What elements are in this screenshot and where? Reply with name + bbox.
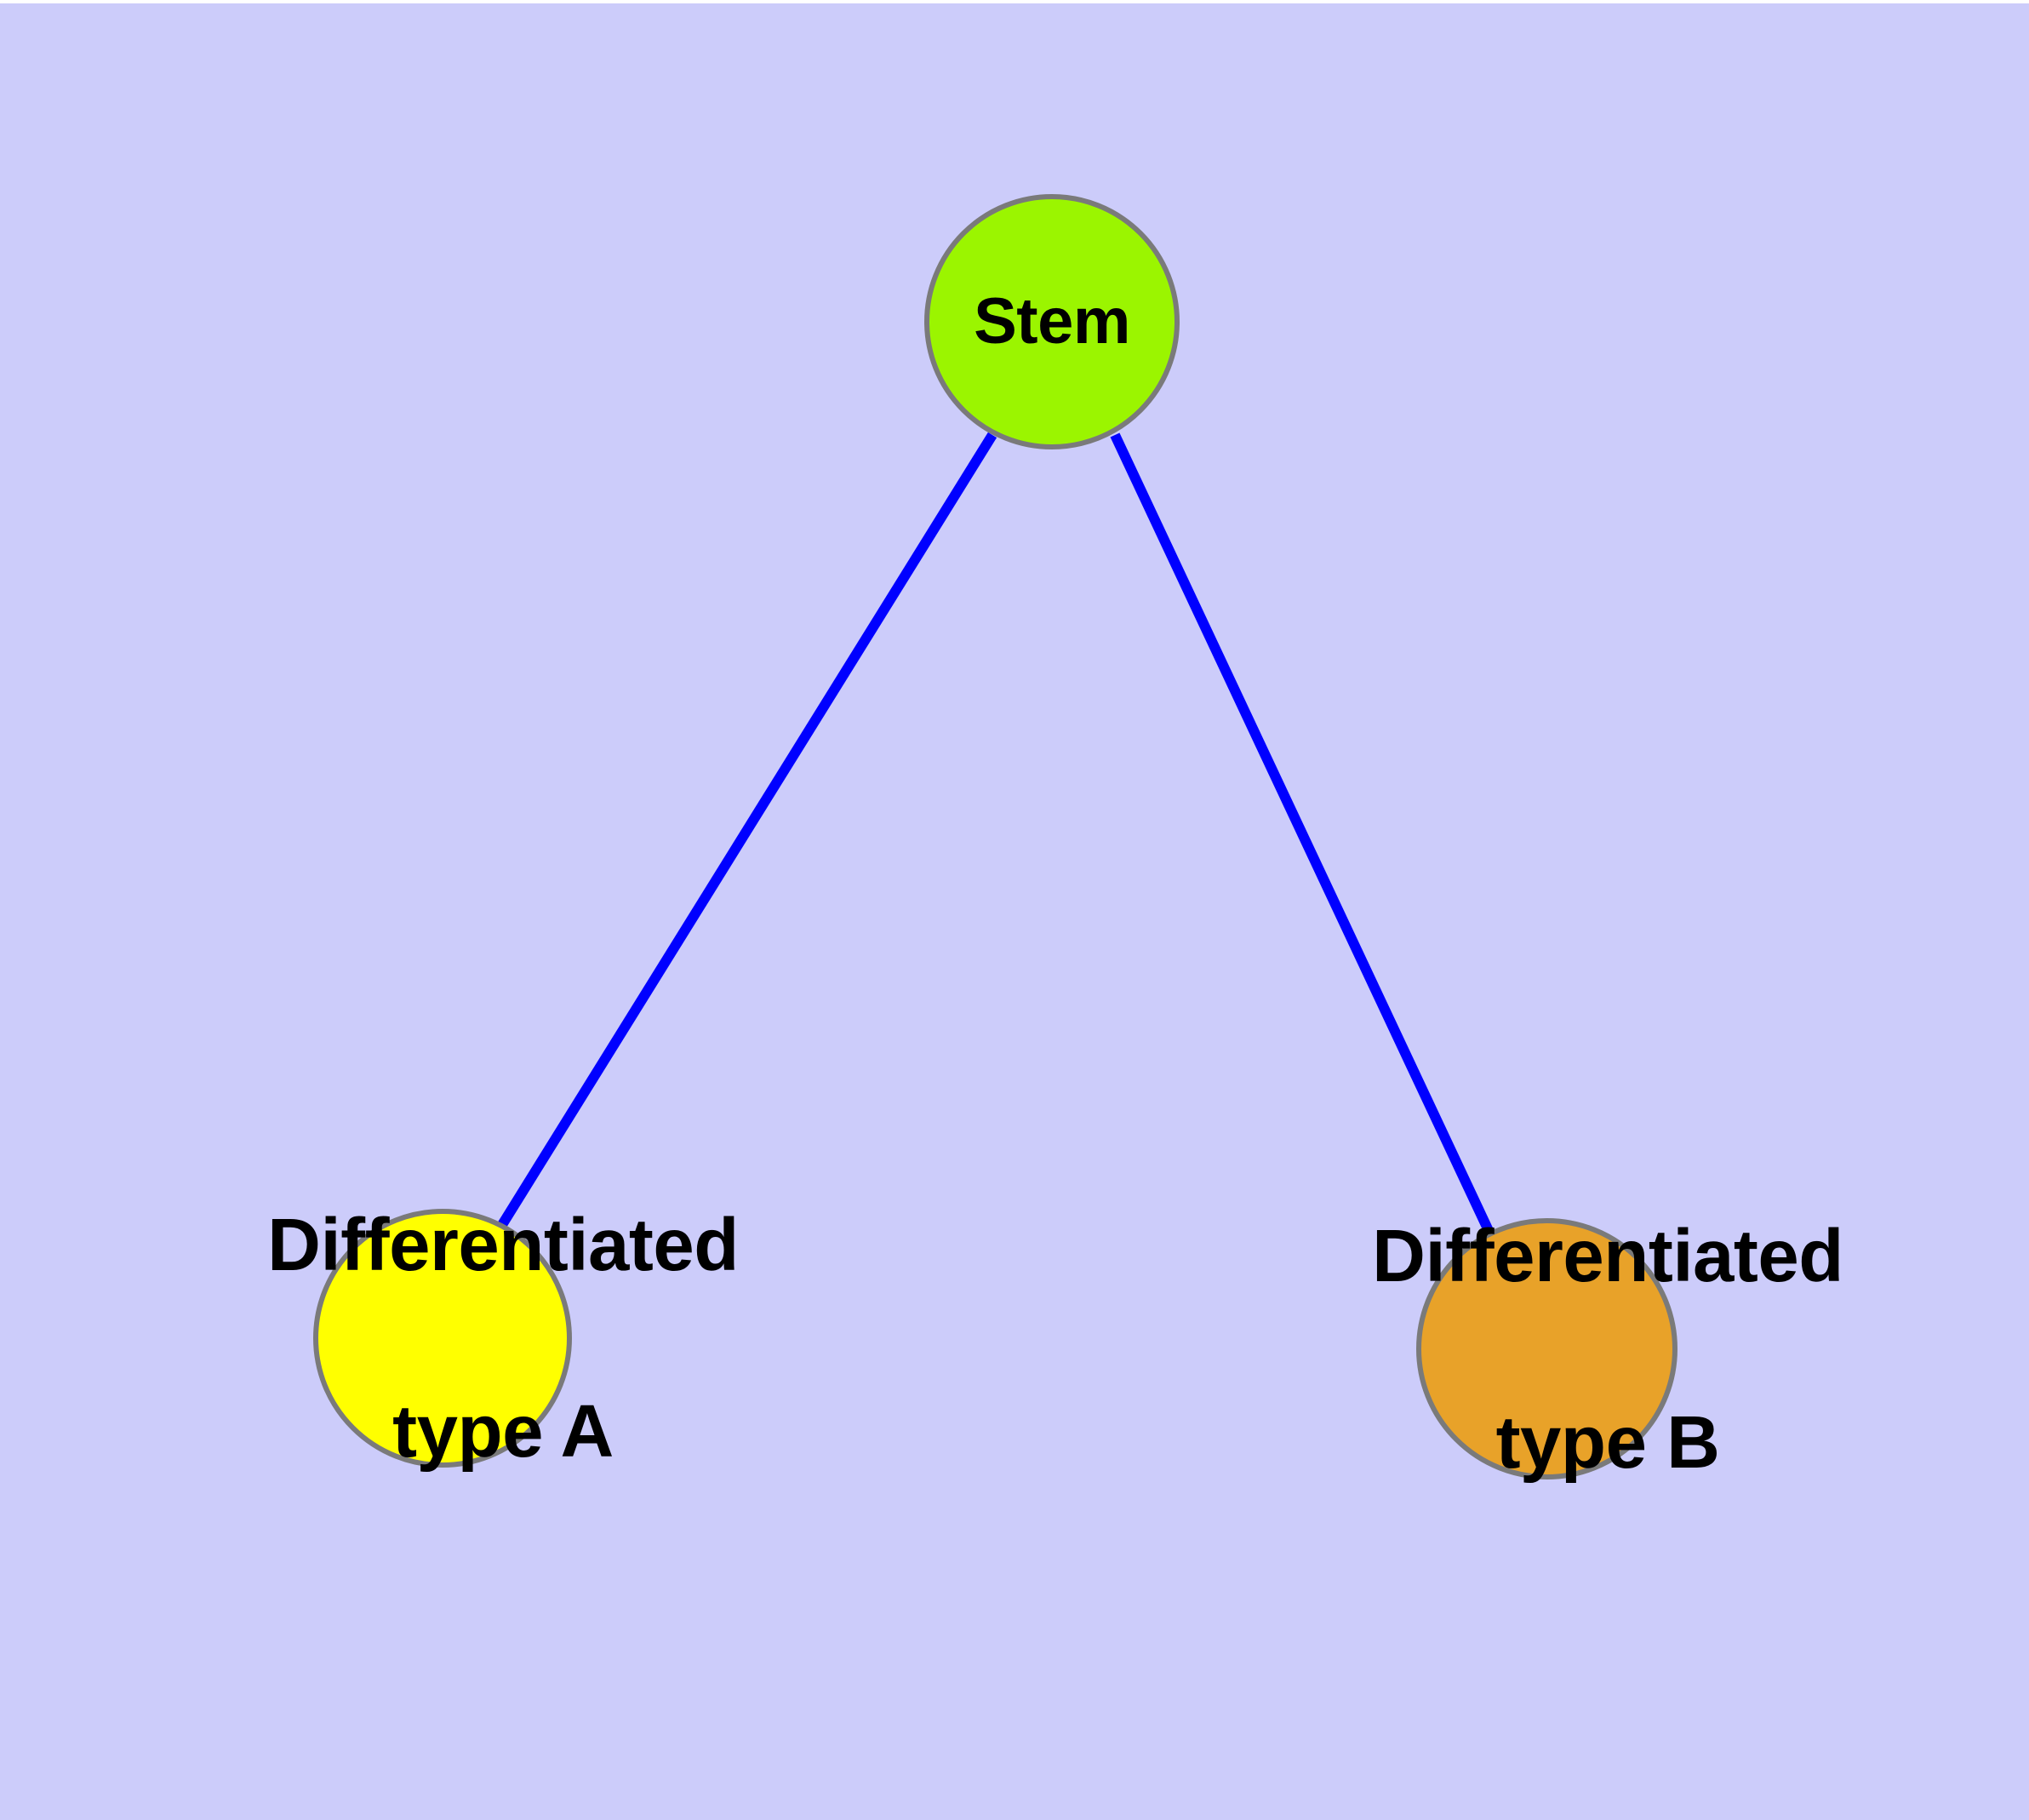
node-stem[interactable]	[924, 194, 1180, 449]
diagram-plot-area: Stem Differentiated type A Differentiate…	[0, 3, 2029, 1820]
node-differentiated-type-a[interactable]	[313, 1209, 572, 1468]
node-differentiated-type-b[interactable]	[1416, 1218, 1677, 1479]
edge-layer	[495, 432, 1496, 1239]
edge-stem-to-differentiated-type-b	[1110, 432, 1496, 1239]
edge-stem-to-differentiated-type-a	[495, 432, 997, 1231]
